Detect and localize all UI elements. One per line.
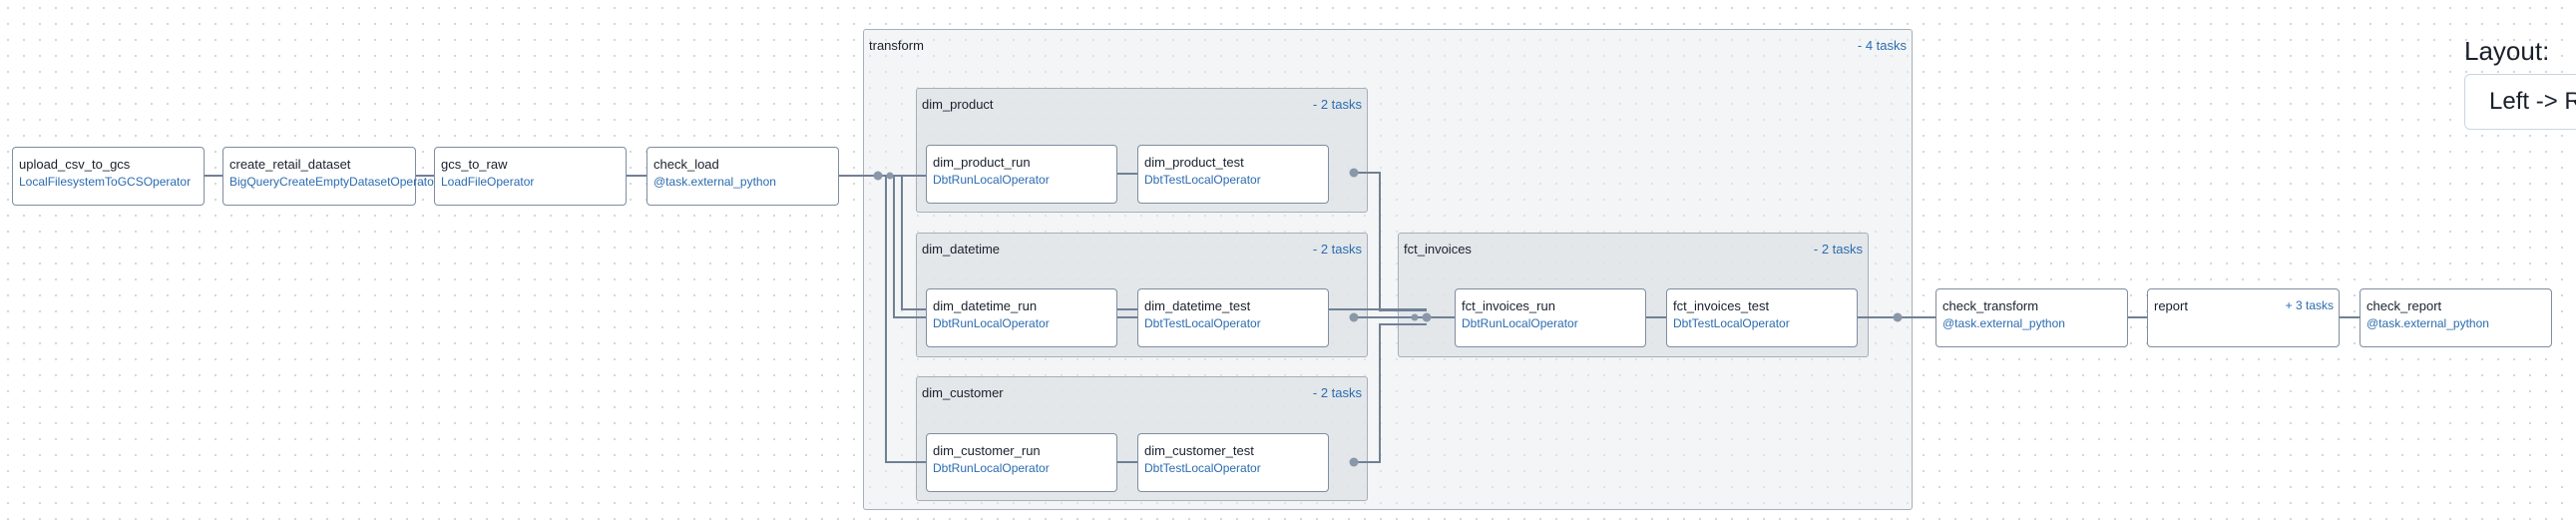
task-name: create_retail_dataset xyxy=(229,157,351,172)
task-name: dim_product_test xyxy=(1144,155,1244,170)
layout-select-value: Left -> R xyxy=(2489,88,2576,115)
task-node-dim-product-run[interactable]: dim_product_run DbtRunLocalOperator xyxy=(926,145,1117,204)
expand-toggle[interactable]: + 3 tasks xyxy=(2285,298,2334,312)
task-operator: DbtRunLocalOperator xyxy=(1462,316,1578,330)
task-node-gcs-to-raw[interactable]: gcs_to_raw LoadFileOperator xyxy=(434,147,627,206)
group-label: dim_datetime xyxy=(922,242,1001,257)
task-node-check-report[interactable]: check_report @task.external_python xyxy=(2360,288,2552,347)
task-name: report xyxy=(2154,298,2188,313)
task-name: dim_customer_test xyxy=(1144,443,1254,458)
task-operator: LoadFileOperator xyxy=(441,175,535,189)
task-operator: LocalFilesystemToGCSOperator xyxy=(19,175,192,189)
task-name: dim_customer_run xyxy=(933,443,1041,458)
task-node-dim-customer-run[interactable]: dim_customer_run DbtRunLocalOperator xyxy=(926,433,1117,492)
task-name: upload_csv_to_gcs xyxy=(19,157,131,172)
task-operator: DbtTestLocalOperator xyxy=(1144,173,1261,187)
task-operator: DbtRunLocalOperator xyxy=(933,173,1050,187)
task-operator: @task.external_python xyxy=(653,175,776,189)
task-name: check_report xyxy=(2366,298,2442,313)
task-node-create-retail-dataset[interactable]: create_retail_dataset BigQueryCreateEmpt… xyxy=(222,147,438,206)
layout-label: Layout: xyxy=(2464,36,2550,66)
task-name: fct_invoices_test xyxy=(1673,298,1770,313)
task-name: fct_invoices_run xyxy=(1462,298,1555,313)
task-node-fct-invoices-test[interactable]: fct_invoices_test DbtTestLocalOperator xyxy=(1666,288,1858,347)
task-node-upload-csv-to-gcs[interactable]: upload_csv_to_gcs LocalFilesystemToGCSOp… xyxy=(12,147,205,206)
group-label: fct_invoices xyxy=(1404,242,1472,257)
task-node-check-load[interactable]: check_load @task.external_python xyxy=(646,147,839,206)
task-group-node-report[interactable]: report + 3 tasks xyxy=(2147,288,2340,347)
task-operator: @task.external_python xyxy=(2366,316,2489,330)
task-name: dim_datetime_run xyxy=(933,298,1038,313)
task-node-dim-datetime-run[interactable]: dim_datetime_run DbtRunLocalOperator xyxy=(926,288,1117,347)
task-operator: DbtRunLocalOperator xyxy=(933,316,1050,330)
task-name: gcs_to_raw xyxy=(441,157,508,172)
task-operator: DbtTestLocalOperator xyxy=(1144,316,1261,330)
collapse-toggle[interactable]: - 2 tasks xyxy=(1312,242,1362,257)
task-operator: @task.external_python xyxy=(1942,316,2065,330)
task-node-dim-product-test[interactable]: dim_product_test DbtTestLocalOperator xyxy=(1137,145,1329,204)
task-name: dim_product_run xyxy=(933,155,1031,170)
task-node-dim-datetime-test[interactable]: dim_datetime_test DbtTestLocalOperator xyxy=(1137,288,1329,347)
task-name: check_transform xyxy=(1942,298,2039,313)
group-label: dim_product xyxy=(922,97,994,112)
task-name: check_load xyxy=(653,157,719,172)
task-operator: BigQueryCreateEmptyDatasetOperator xyxy=(229,175,438,189)
task-operator: DbtRunLocalOperator xyxy=(933,461,1050,475)
group-label: dim_customer xyxy=(922,385,1004,400)
task-node-dim-customer-test[interactable]: dim_customer_test DbtTestLocalOperator xyxy=(1137,433,1329,492)
task-node-fct-invoices-run[interactable]: fct_invoices_run DbtRunLocalOperator xyxy=(1455,288,1646,347)
collapse-toggle[interactable]: - 4 tasks xyxy=(1857,38,1907,53)
task-node-check-transform[interactable]: check_transform @task.external_python xyxy=(1935,288,2128,347)
task-operator: DbtTestLocalOperator xyxy=(1144,461,1261,475)
task-name: dim_datetime_test xyxy=(1144,298,1251,313)
group-label: transform xyxy=(869,38,924,53)
collapse-toggle[interactable]: - 2 tasks xyxy=(1312,97,1362,112)
collapse-toggle[interactable]: - 2 tasks xyxy=(1312,385,1362,400)
layout-direction-select[interactable]: Left -> R xyxy=(2464,74,2576,130)
task-operator: DbtTestLocalOperator xyxy=(1673,316,1790,330)
collapse-toggle[interactable]: - 2 tasks xyxy=(1813,242,1863,257)
